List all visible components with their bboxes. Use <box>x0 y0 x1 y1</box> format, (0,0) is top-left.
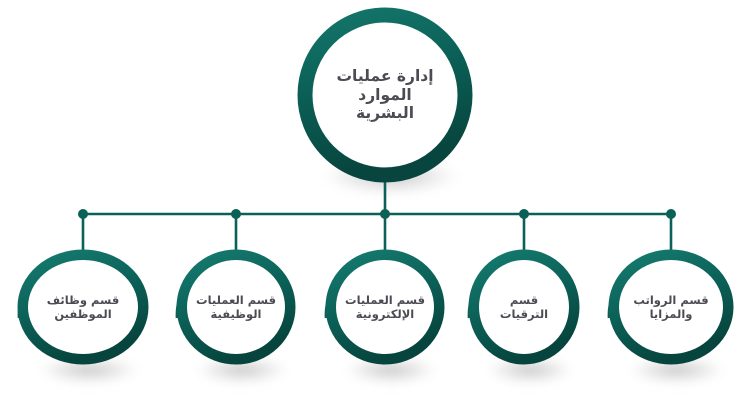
root-node-fill <box>313 23 457 167</box>
connector-lines <box>81 178 673 256</box>
connector-dots <box>78 209 676 219</box>
child-node-fill-3 <box>336 260 434 354</box>
child-node-ring-1 <box>17 249 149 365</box>
child-nodes <box>17 249 734 365</box>
connector-dot-2 <box>231 209 241 219</box>
node-hr-operations-management[interactable] <box>297 7 473 183</box>
child-node-fill-1 <box>28 260 138 354</box>
child-node-ring-3 <box>325 249 445 365</box>
child-node-ring-5 <box>608 249 734 365</box>
root-node-ring <box>297 7 473 183</box>
child-node-fill-4 <box>479 260 569 354</box>
node-employee-jobs-department[interactable] <box>17 249 149 365</box>
connector-dot-5 <box>666 209 676 219</box>
node-promotions-department[interactable] <box>468 249 580 365</box>
connector-dot-4 <box>519 209 529 219</box>
node-salaries-and-benefits-department[interactable] <box>608 249 734 365</box>
node-electronic-operations-department[interactable] <box>325 249 445 365</box>
child-node-fill-5 <box>619 260 723 354</box>
child-node-ring-2 <box>176 249 296 365</box>
connector-dot-1 <box>78 209 88 219</box>
connector-dot-3 <box>380 209 390 219</box>
node-job-operations-department[interactable] <box>176 249 296 365</box>
child-node-ring-4 <box>468 249 580 365</box>
child-node-fill-2 <box>187 260 285 354</box>
